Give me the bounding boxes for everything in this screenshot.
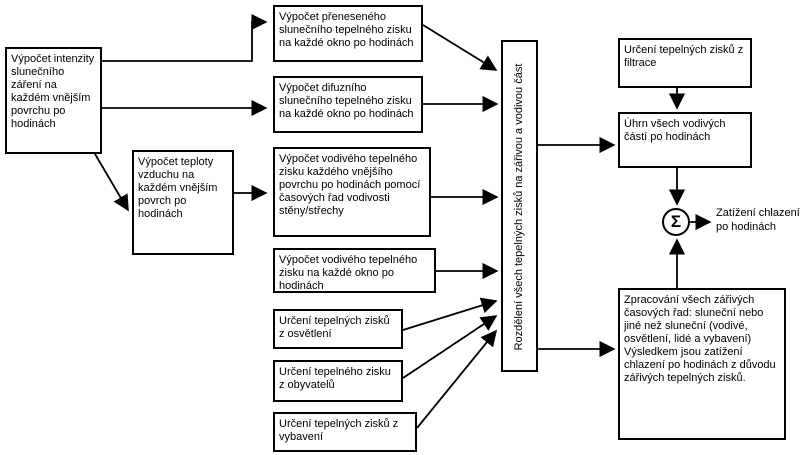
arrow-vybaveni-to-rozdeleni xyxy=(416,329,498,429)
flowchart-box-air-temperature: Výpočet teploty vzduchu na každém vnější… xyxy=(132,150,234,255)
arrow-intenzity-to-teplota xyxy=(94,153,129,212)
box-label: Úhrn všech vodivých částí po hodinách xyxy=(624,118,726,143)
sigma-icon: Σ xyxy=(670,212,682,231)
box-label: Výpočet vodivého tepelného zisku každého… xyxy=(279,153,421,217)
box-label: Zpracování všech zářivých časových řad: … xyxy=(624,294,776,384)
arrow-obyvatele-to-rozdeleni xyxy=(402,315,498,379)
flowchart-box-occupant-gains: Určení tepelného zisku z obyvatelů xyxy=(273,360,403,402)
flowchart-box-solar-intensity: Výpočet intenzity slunečního záření na k… xyxy=(5,47,102,154)
box-label: Výpočet přeneseného slunečního tepelného… xyxy=(279,11,414,49)
box-label: Výpočet vodivého tepelného zisku na každ… xyxy=(279,254,418,292)
arrow-preneseny-to-rozdeleni xyxy=(422,24,498,71)
flowchart-box-equipment-gains: Určení tepelných zisků z vybavení xyxy=(273,412,417,452)
flowchart-box-lighting-gains: Určení tepelných zisků z osvětlení xyxy=(273,309,403,349)
output-label: Zatížení chlazení po hodinách xyxy=(716,207,800,233)
flowchart-box-conductive-gain-surfaces: Výpočet vodivého tepelného zisku každého… xyxy=(273,147,431,237)
box-label: Určení tepelných zisků z vybavení xyxy=(279,418,399,443)
box-label: Výpočet teploty vzduchu na každém vnější… xyxy=(138,156,218,220)
arrow-intenzity-to-preneseny xyxy=(102,13,268,62)
flowchart-box-infiltration-gains: Určení tepelných zisků z filtrace xyxy=(618,38,752,88)
box-label: Určení tepelných zisků z filtrace xyxy=(624,44,744,69)
box-label-vertical: Rozdělení všech tepelných zisků na zářiv… xyxy=(513,63,525,351)
flowchart-box-sum-conductive-parts: Úhrn všech vodivých částí po hodinách xyxy=(618,112,752,168)
box-label: Určení tepelných zisků z osvětlení xyxy=(279,315,390,340)
box-label: Určení tepelného zisku z obyvatelů xyxy=(279,366,391,391)
flowchart-box-split-gains: Rozdělení všech tepelných zisků na zářiv… xyxy=(501,40,538,372)
arrow-osvetleni-to-rozdeleni xyxy=(402,297,498,331)
flowchart-box-transmitted-solar-gain: Výpočet přeneseného slunečního tepelného… xyxy=(273,5,423,62)
box-label: Výpočet intenzity slunečního záření na k… xyxy=(11,53,95,130)
sum-node: Σ xyxy=(662,208,690,236)
flowchart-box-conductive-gain-windows: Výpočet vodivého tepelného zisku na každ… xyxy=(273,248,436,293)
flowchart-box-diffuse-solar-gain: Výpočet difuzního slunečního tepelného z… xyxy=(273,76,423,133)
flowchart-box-radiant-time-series: Zpracování všech zářivých časových řad: … xyxy=(618,288,786,440)
box-label: Výpočet difuzního slunečního tepelného z… xyxy=(279,82,414,120)
